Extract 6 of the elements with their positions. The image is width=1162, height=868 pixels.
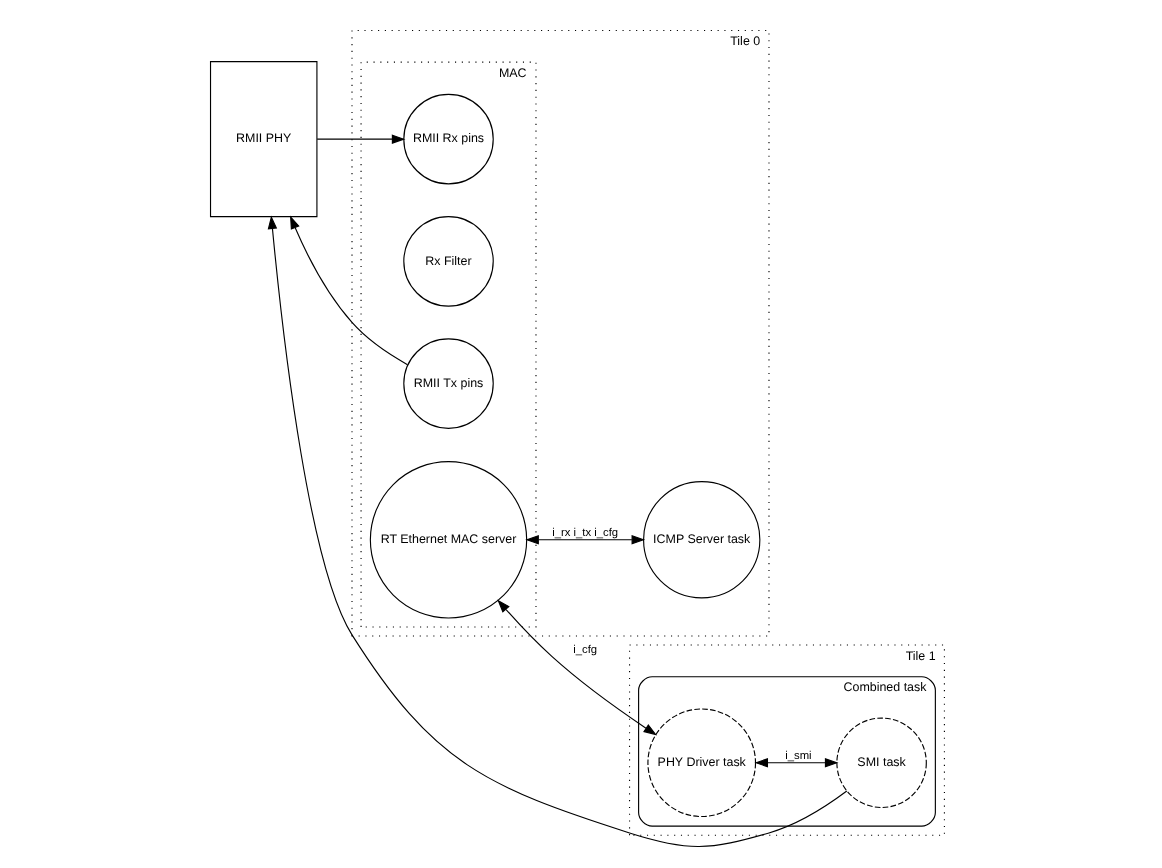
arrow [315, 134, 405, 144]
arrow [266, 215, 847, 848]
arrow [289, 215, 408, 366]
arrow [524, 535, 645, 545]
arrow [753, 758, 838, 768]
arrow [496, 599, 657, 736]
